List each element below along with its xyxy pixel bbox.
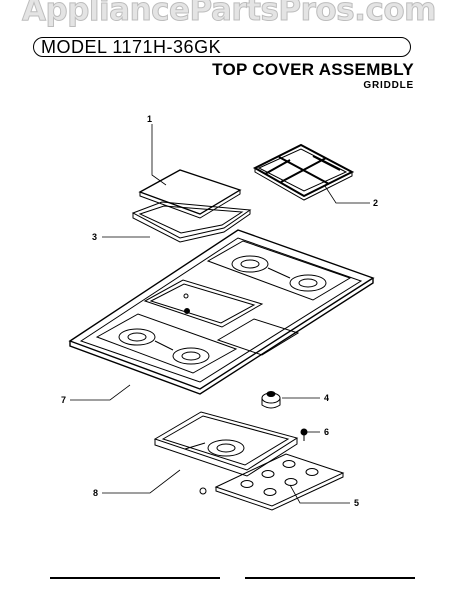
part-burner-plate[interactable]: [214, 453, 345, 511]
part-lower-pan[interactable]: [153, 411, 299, 477]
callout-6: 6: [324, 427, 329, 437]
part-screw[interactable]: [300, 428, 308, 441]
callout-4: 4: [324, 393, 329, 403]
part-griddle-plate[interactable]: [138, 169, 242, 219]
part-knob[interactable]: [261, 391, 281, 409]
callout-2: 2: [373, 198, 378, 208]
model-label: MODEL 1171H-36GK: [33, 37, 411, 57]
callout-7: 7: [61, 395, 66, 405]
part-top-cover[interactable]: [68, 229, 375, 395]
part-grate[interactable]: [252, 143, 355, 201]
callout-3: 3: [92, 232, 97, 242]
callout-5: 5: [354, 498, 359, 508]
footer-rule-right: [245, 577, 415, 579]
page-title: TOP COVER ASSEMBLY: [212, 60, 414, 79]
part-washer[interactable]: [199, 487, 207, 495]
callout-1: 1: [147, 114, 152, 124]
callout-8: 8: [93, 488, 98, 498]
footer-rule-left: [50, 577, 220, 579]
watermark: AppliancePartsPros.com: [22, 0, 437, 29]
leader-lines: [70, 124, 370, 504]
part-griddle-frame[interactable]: [131, 201, 252, 243]
page-subtitle: GRIDDLE: [363, 80, 414, 91]
